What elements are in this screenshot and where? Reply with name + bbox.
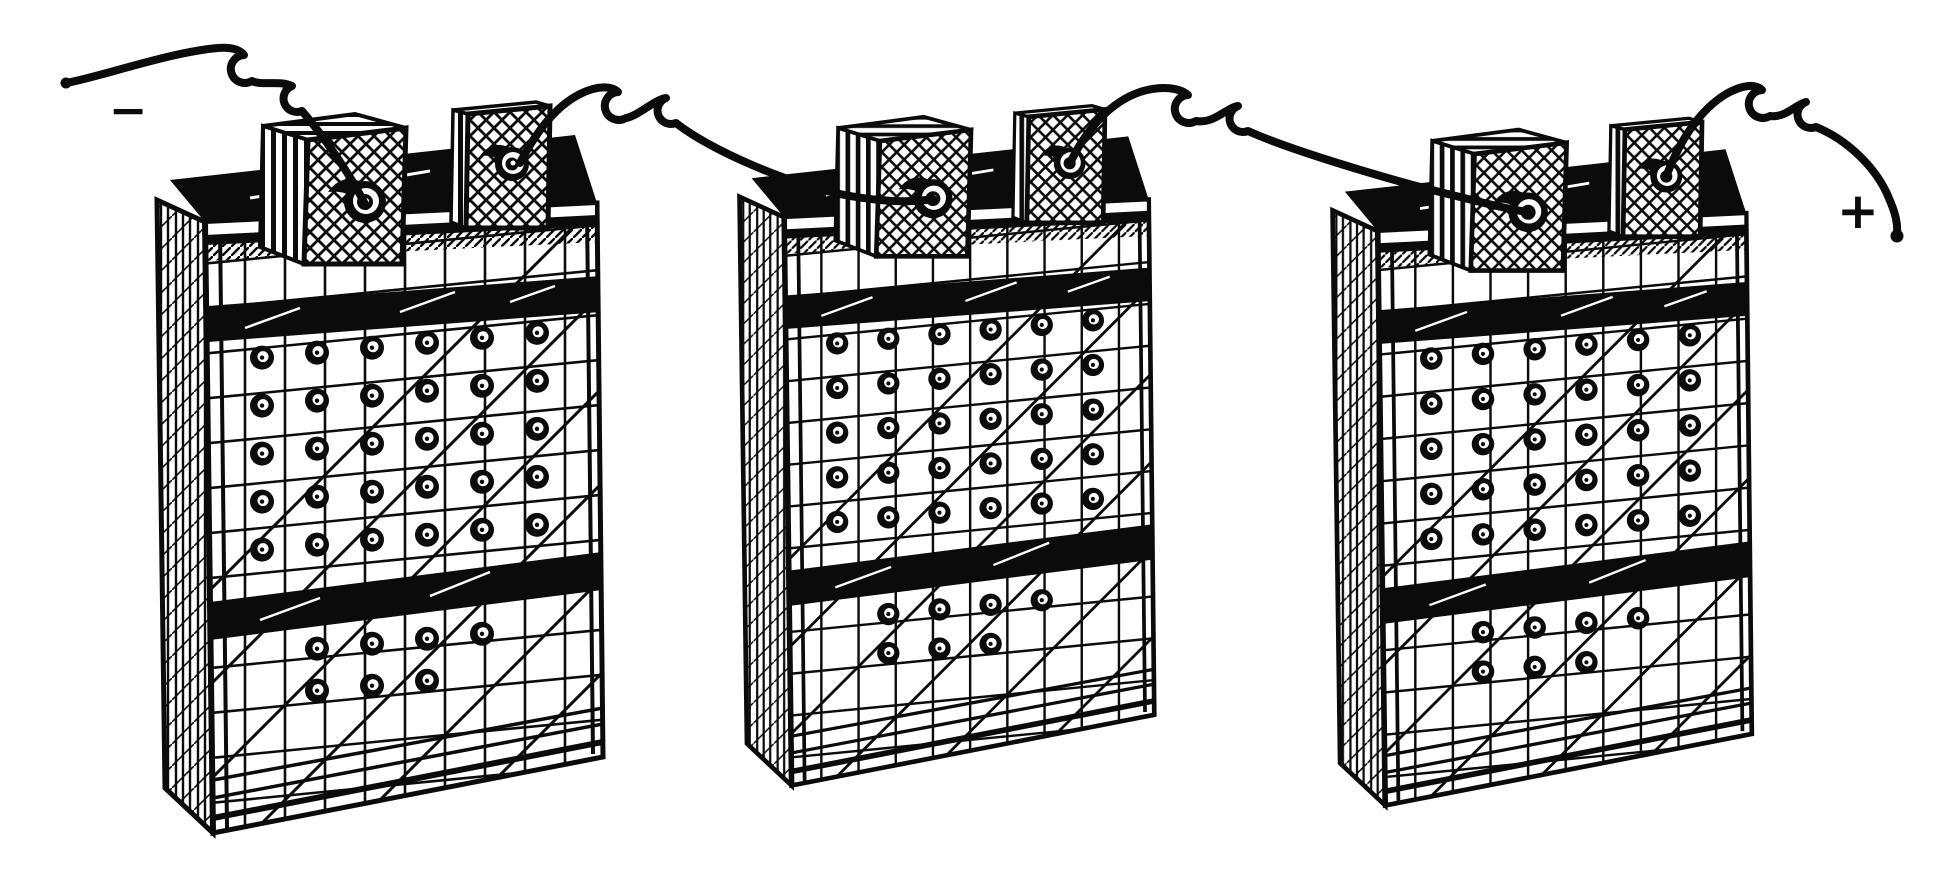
wire-negative-lead (62, 43, 370, 210)
wire-free-end (60, 77, 72, 89)
wire-jumper-cell2-cell3 (1066, 84, 1532, 216)
wire-jumper-cell1-cell2 (516, 83, 937, 206)
battery-cell-3 (1119, 118, 1953, 840)
positive-terminal-label: + (1837, 182, 1879, 240)
wire-free-end (1890, 229, 1904, 243)
wire-positive-lead (1662, 81, 1902, 240)
negative-terminal-label: − (109, 83, 148, 137)
series-wiring (60, 43, 1904, 243)
